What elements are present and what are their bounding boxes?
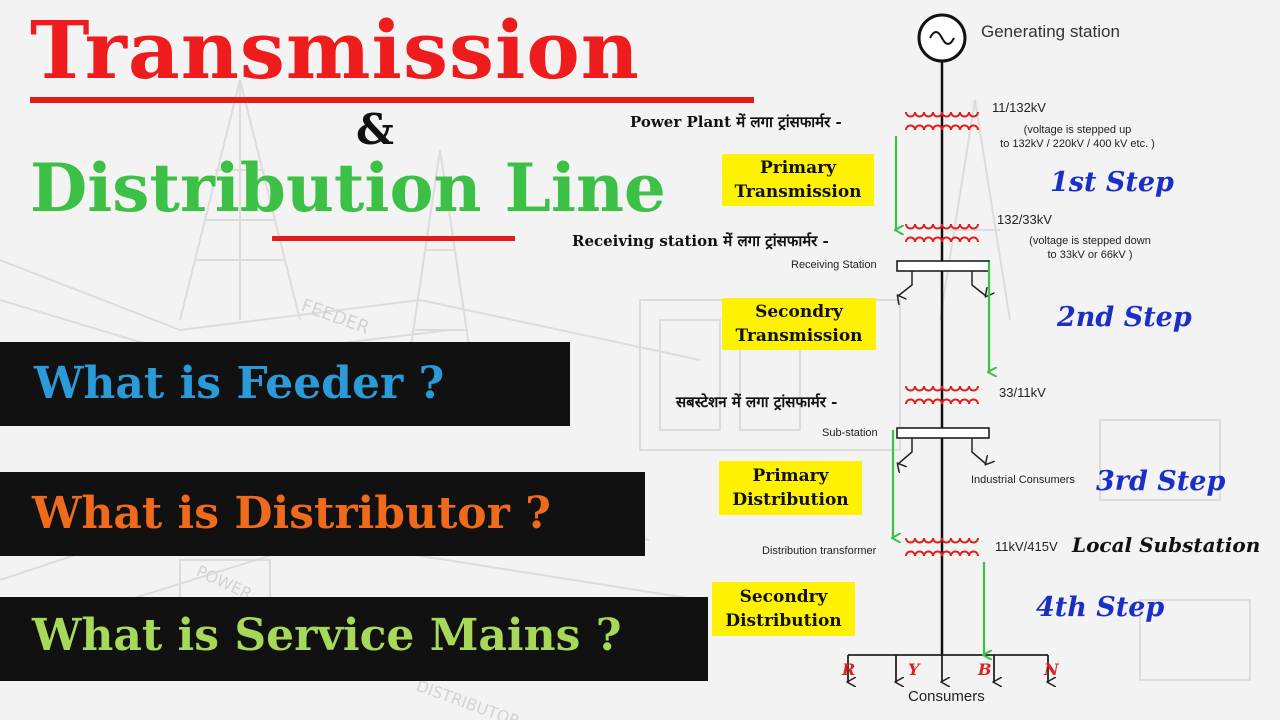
primary-distribution-line2: Distribution <box>732 490 849 510</box>
question-feeder: What is Feeder ? <box>34 358 445 409</box>
primary-transmission-line1: Primary <box>759 158 837 178</box>
step-down-note-line2: to 33kV or 66kV ) <box>1047 249 1133 261</box>
rating-11-132kv: 11/132kV <box>992 100 1046 115</box>
receiving-station-label: Receiving Station <box>791 259 877 271</box>
transformer-coil-icon-3 <box>905 385 979 405</box>
distribution-transformer-label: Distribution transformer <box>762 545 877 557</box>
rating-11kv-415v: 11kV/415V <box>995 539 1058 554</box>
consumers-label: Consumers <box>908 688 985 705</box>
rating-33-11kv: 33/11kV <box>999 385 1046 400</box>
step-2-label: 2nd Step <box>1057 302 1192 333</box>
question-bar-feeder <box>0 342 570 426</box>
question-bar-distributor <box>0 472 645 556</box>
secondry-transmission-line2: Transmission <box>735 326 863 346</box>
generating-station-label: Generating station <box>981 22 1120 41</box>
green-flow-arrows <box>893 136 989 655</box>
secondry-distribution-box: Secondry Distribution <box>712 582 855 636</box>
sub-station-bus <box>896 427 989 464</box>
step-up-note: (voltage is stepped up to 132kV / 220kV … <box>985 123 1170 151</box>
title-ampersand: & <box>356 105 394 154</box>
receiving-station-transformer-label: Receiving station में लगा ट्रांसफार्मर - <box>572 232 829 250</box>
transformer-coil-icon-1 <box>905 111 979 131</box>
step-up-note-line1: (voltage is stepped up <box>1023 124 1132 136</box>
substation-transformer-label: सबस्टेशन में लगा ट्रांसफार्मर - <box>676 393 838 411</box>
primary-distribution-line1: Primary <box>752 466 829 486</box>
industrial-consumers-label: Industrial Consumers <box>971 474 1075 486</box>
subtitle-underline <box>272 236 515 241</box>
phase-y: Y <box>908 660 920 679</box>
question-distributor: What is Distributor ? <box>32 488 551 539</box>
step-down-note: (voltage is stepped down to 33kV or 66kV… <box>1010 234 1170 262</box>
title-distribution-line: Distribution Line <box>30 149 666 227</box>
title-transmission: Transmission <box>30 3 640 97</box>
receiving-station-bus <box>896 260 989 296</box>
sub-station-label: Sub-station <box>822 427 878 439</box>
local-substation-label: Local Substation <box>1072 533 1261 557</box>
phase-n: N <box>1044 660 1059 679</box>
secondry-distribution-line2: Distribution <box>725 611 842 631</box>
primary-distribution-box: Primary Distribution <box>719 461 862 515</box>
consumers-distribution-bus <box>848 654 1048 682</box>
step-4-label: 4th Step <box>1036 592 1165 623</box>
step-up-note-line2: to 132kV / 220kV / 400 kV etc. ) <box>1000 138 1155 150</box>
question-bar-service-mains <box>0 597 708 681</box>
transformer-coil-icon-2 <box>905 223 979 243</box>
step-down-note-line1: (voltage is stepped down <box>1029 235 1151 247</box>
phase-r: R <box>842 660 856 679</box>
primary-transmission-box: Primary Transmission <box>722 154 874 206</box>
phase-b: B <box>978 660 992 679</box>
secondry-distribution-line1: Secondry <box>739 587 828 607</box>
secondry-transmission-line1: Secondry <box>755 302 843 322</box>
rating-132-33kv: 132/33kV <box>997 212 1052 227</box>
question-service-mains: What is Service Mains ? <box>32 610 622 661</box>
step-3-label: 3rd Step <box>1096 466 1226 497</box>
title-underline <box>30 97 754 103</box>
secondry-transmission-box: Secondry Transmission <box>722 298 876 350</box>
primary-transmission-line2: Transmission <box>734 182 862 202</box>
generator-icon <box>917 13 967 63</box>
power-plant-transformer-label: Power Plant में लगा ट्रांसफार्मर - <box>630 113 842 131</box>
step-1-label: 1st Step <box>1050 167 1174 198</box>
transformer-coil-icon-4 <box>905 537 979 557</box>
